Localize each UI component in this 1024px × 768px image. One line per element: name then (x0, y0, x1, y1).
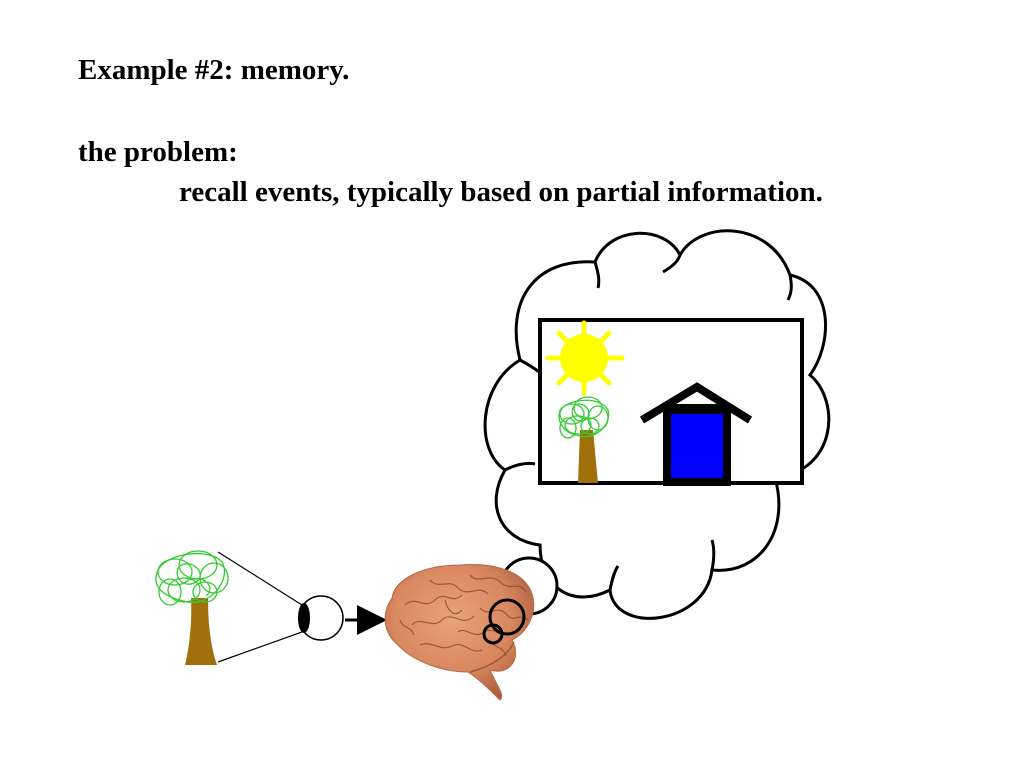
sight-line-top (217, 551, 303, 606)
remembered-tree-icon (558, 396, 610, 483)
slide-title: Example #2: memory. (78, 54, 350, 86)
sight-line-bottom (217, 631, 303, 663)
eye-icon (298, 595, 344, 641)
problem-label: the problem: (78, 136, 238, 168)
sun-icon (545, 320, 625, 396)
house-icon (639, 382, 753, 486)
thought-trail-overlay-medium (488, 598, 526, 636)
problem-description: recall events, typically based on partia… (179, 176, 823, 208)
observed-tree-icon (155, 550, 229, 665)
thought-trail-overlay-small (482, 623, 504, 645)
